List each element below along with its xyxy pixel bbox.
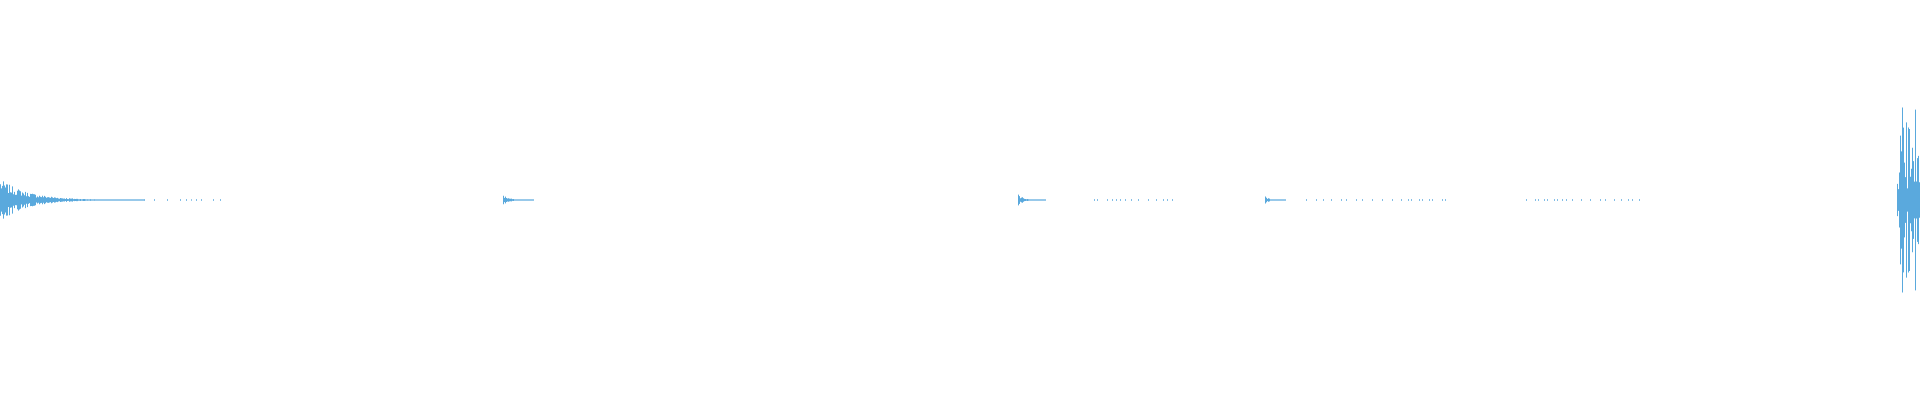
- waveform-trace: [0, 107, 1920, 293]
